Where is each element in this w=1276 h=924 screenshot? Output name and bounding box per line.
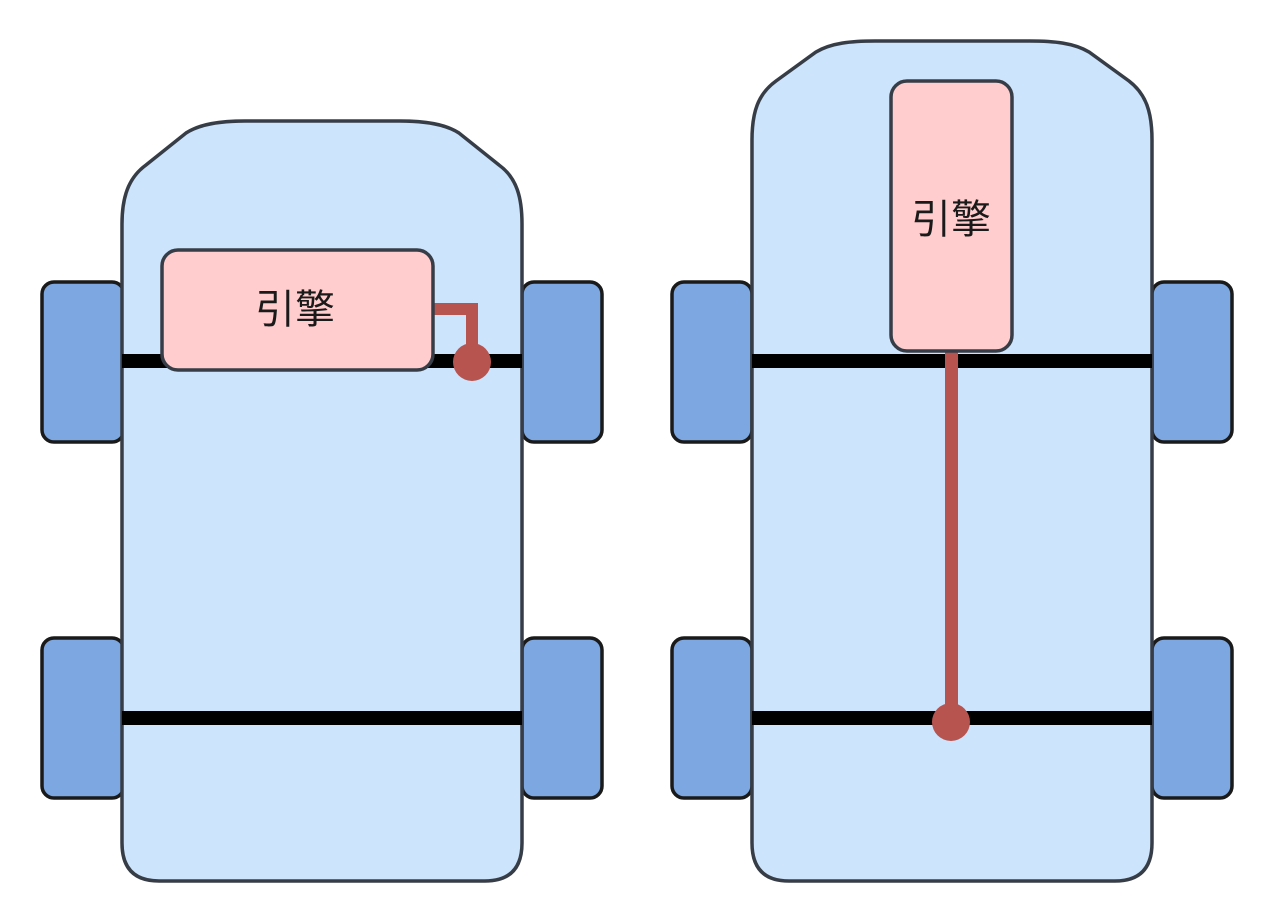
left-car-wheel-rear-right bbox=[520, 636, 604, 800]
left-car-rear-axle bbox=[122, 711, 522, 725]
right-car-wheel-front-right bbox=[1150, 280, 1234, 444]
left-car-engine-box bbox=[160, 248, 435, 372]
right-car-wheel-front-left bbox=[670, 280, 754, 444]
left-car-wheel-front-left bbox=[40, 280, 126, 444]
left-car-drive-joint bbox=[453, 343, 491, 381]
right-car-drive-joint bbox=[932, 703, 970, 741]
left-car-wheel-front-right bbox=[520, 280, 604, 444]
right-car-engine-box bbox=[889, 79, 1014, 353]
left-car-body bbox=[120, 119, 524, 883]
right-car-driveshaft bbox=[945, 350, 958, 722]
right-car-wheel-rear-left bbox=[670, 636, 754, 800]
left-car-wheel-rear-left bbox=[40, 636, 126, 800]
left-car-engine-label: 引擎 bbox=[255, 287, 335, 333]
right-car: 引擎 bbox=[670, 39, 1234, 883]
right-car-wheel-rear-right bbox=[1150, 636, 1234, 800]
right-car-engine-label: 引擎 bbox=[911, 197, 991, 243]
left-car: 引擎 bbox=[40, 119, 604, 883]
